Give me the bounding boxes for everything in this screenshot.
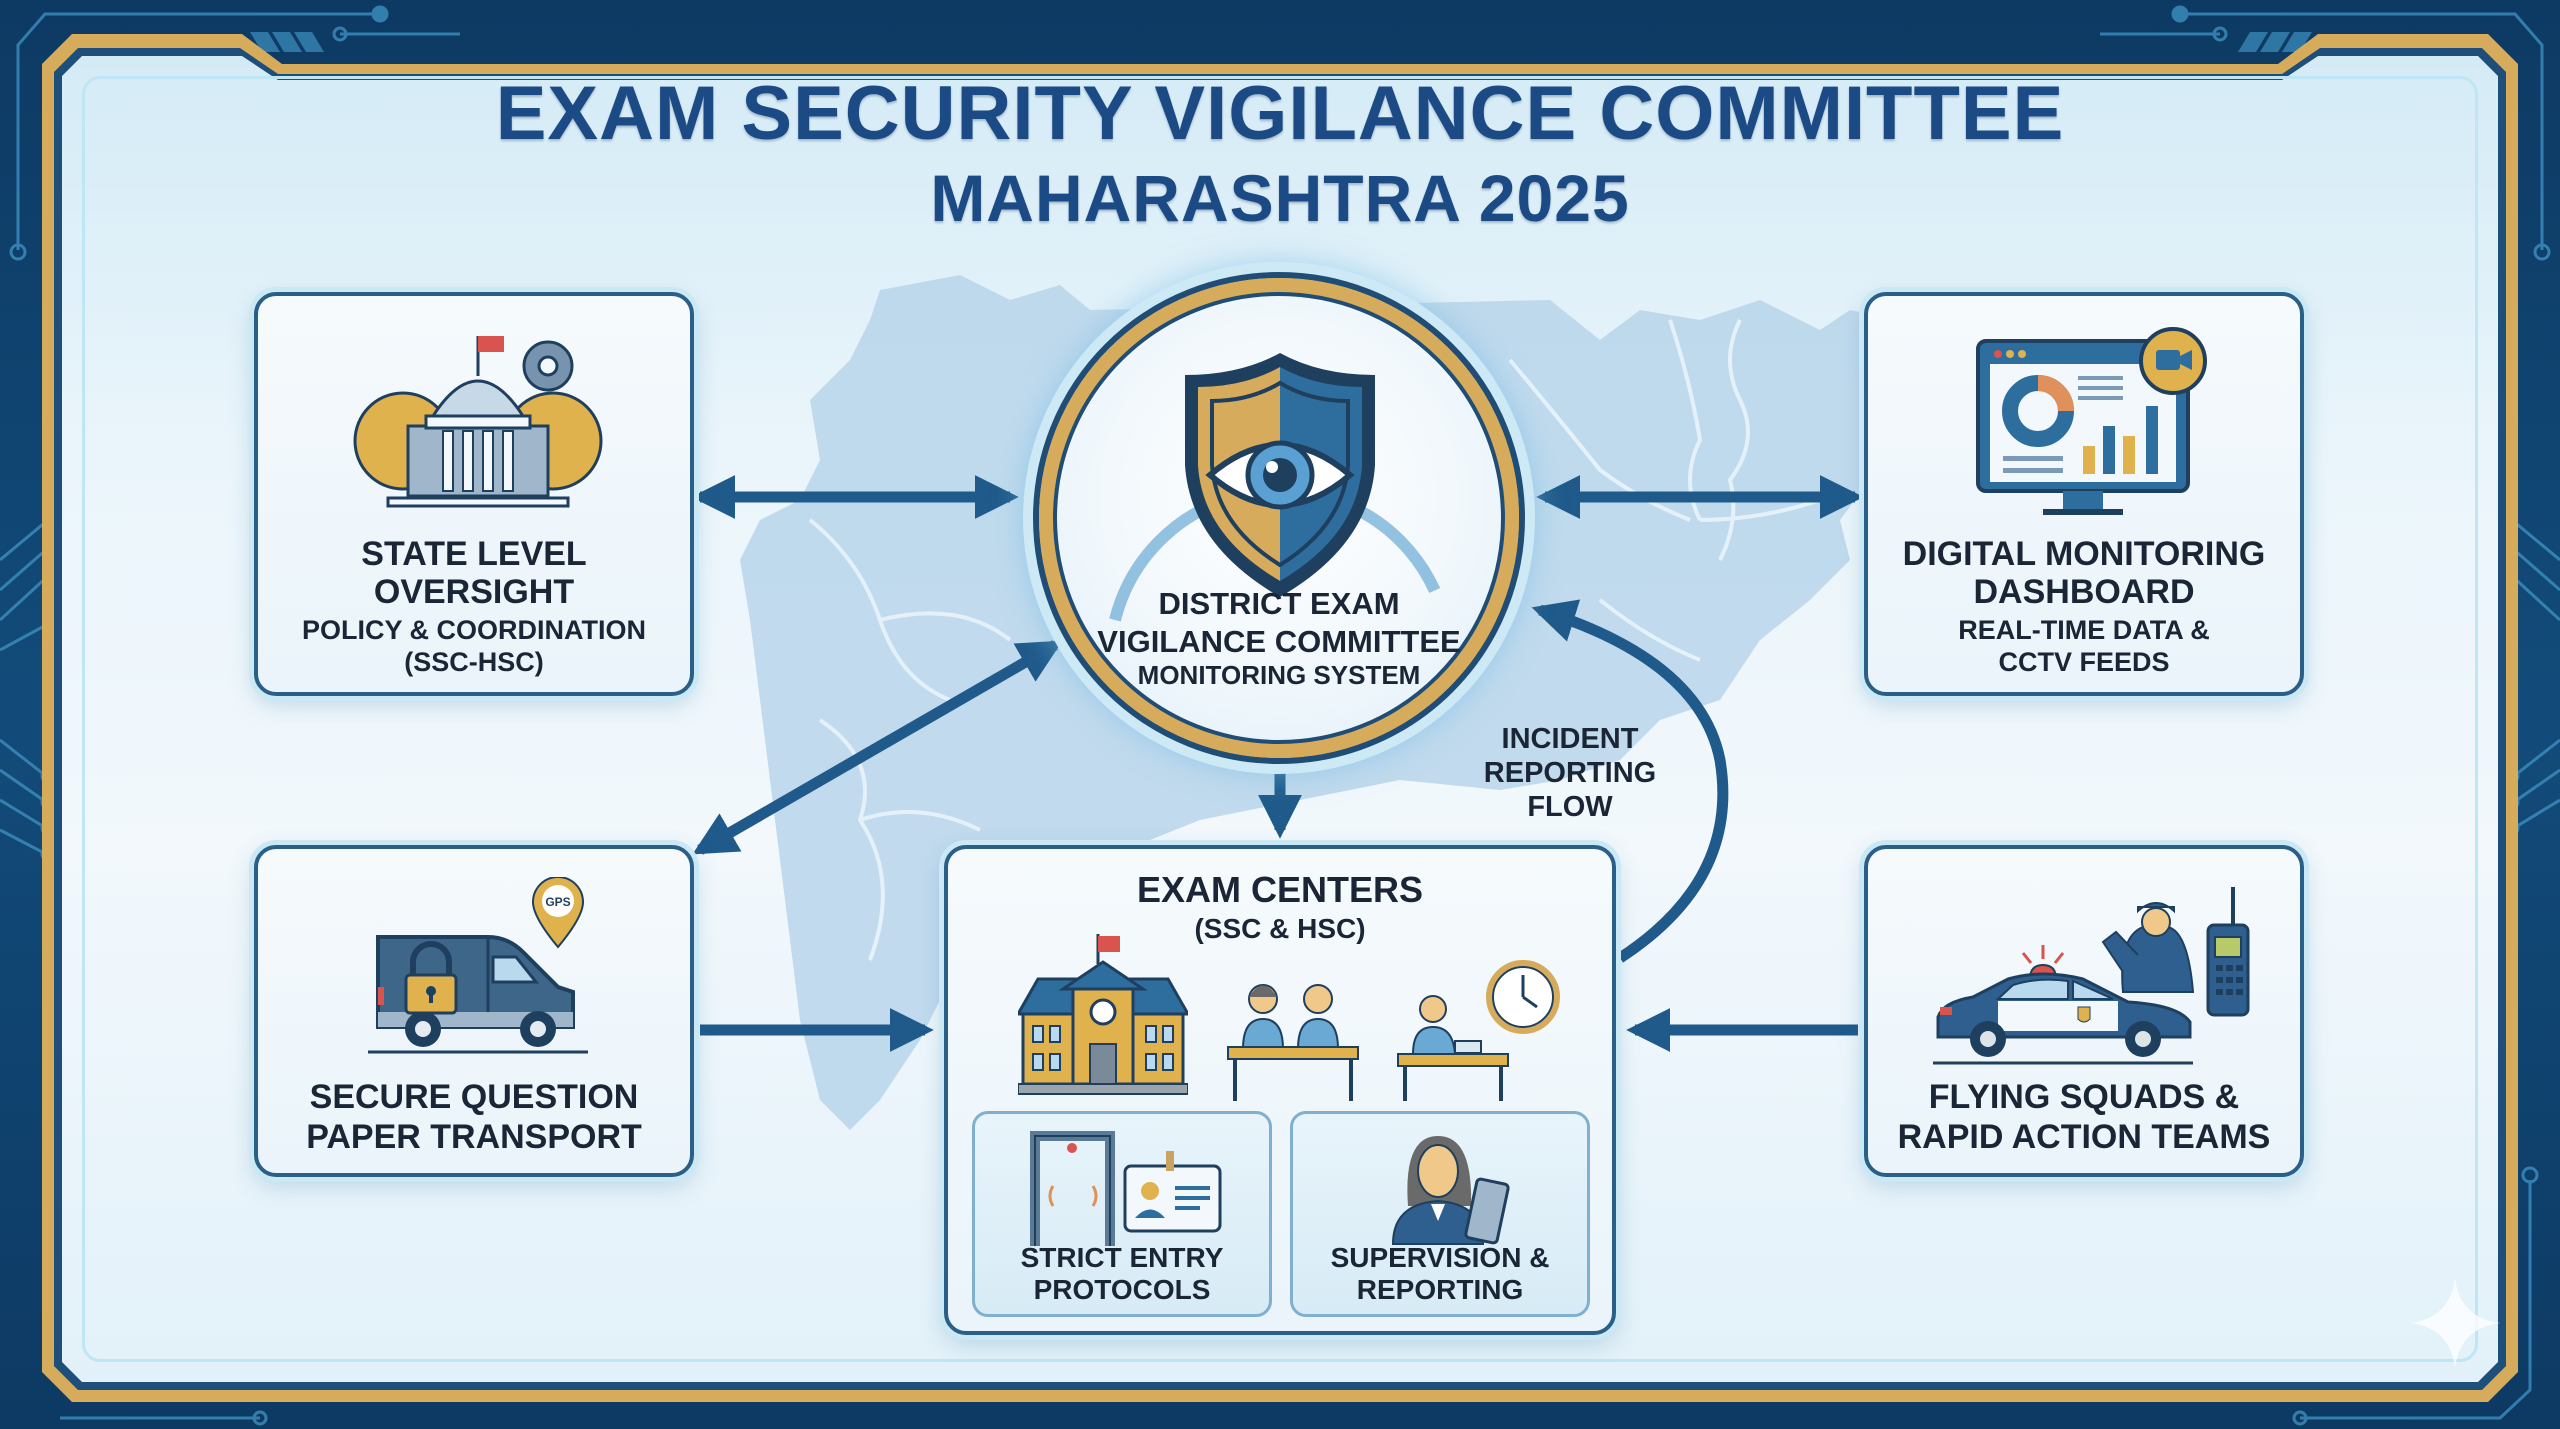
dashboard-sub-line-2: CCTV FEEDS	[1998, 647, 2170, 677]
card-flying-squads[interactable]: FLYING SQUADS & RAPID ACTION TEAMS	[1864, 845, 2304, 1177]
incident-reporting-flow-label: INCIDENT REPORTING FLOW	[1470, 722, 1670, 824]
squads-title-line-1: FLYING SQUADS &	[1928, 1078, 2240, 1116]
students-at-desk-icon	[1227, 984, 1359, 1101]
panel-glow-border	[82, 76, 2478, 1362]
government-building-gears-icon	[353, 336, 603, 508]
secure-van-gps-icon: GPS	[368, 877, 588, 1054]
transport-title-line-2: PAPER TRANSPORT	[306, 1118, 642, 1156]
supervision-line-1: SUPERVISION &	[1330, 1242, 1550, 1273]
squads-title-line-2: RAPID ACTION TEAMS	[1897, 1118, 2271, 1156]
card-state-oversight[interactable]: STATE LEVEL OVERSIGHT POLICY & COORDINAT…	[254, 292, 694, 696]
exam-centers-subtitle: (SSC & HSC)	[1194, 913, 1366, 944]
state-title-line-1: STATE LEVEL	[361, 535, 587, 573]
incident-label-line-2: REPORTING	[1483, 757, 1657, 789]
state-title-line-2: OVERSIGHT	[373, 573, 575, 611]
incident-label-line-3: FLOW	[1527, 791, 1613, 823]
hub-line-2: VIGILANCE COMMITTEE	[1097, 624, 1461, 659]
subcard-strict-entry[interactable]: STRICT ENTRY PROTOCOLS	[972, 1111, 1272, 1317]
monitor-dashboard-camera-icon	[1976, 327, 2207, 515]
gps-label: GPS	[545, 895, 570, 909]
exam-centers-title: EXAM CENTERS	[1136, 869, 1424, 910]
page-title-line-1: EXAM SECURITY VIGILANCE COMMITTEE	[495, 71, 2065, 156]
dashboard-sub-line-1: REAL-TIME DATA &	[1958, 615, 2210, 645]
state-sub-line-1: POLICY & COORDINATION	[301, 615, 646, 645]
shield-eye-icon	[1185, 353, 1375, 597]
transport-title-line-1: SECURE QUESTION	[309, 1078, 639, 1116]
dashboard-title-line-2: DASHBOARD	[1973, 573, 2195, 611]
card-secure-transport[interactable]: GPS SECURE QUESTION PAPER TRANSPORT	[254, 845, 694, 1177]
hub-line-3: MONITORING SYSTEM	[1137, 660, 1421, 690]
school-building-icon	[1018, 934, 1188, 1095]
card-digital-dashboard[interactable]: DIGITAL MONITORING DASHBOARD REAL-TIME D…	[1864, 292, 2304, 696]
incident-label-line-1: INCIDENT	[1501, 723, 1639, 755]
strict-entry-line-1: STRICT ENTRY	[1020, 1242, 1224, 1273]
student-writing-clock-icon	[1397, 960, 1560, 1101]
page-title-line-2: MAHARASHTRA 2025	[930, 161, 1630, 235]
hub-line-1: DISTRICT EXAM	[1158, 586, 1400, 621]
supervision-line-2: REPORTING	[1356, 1274, 1524, 1305]
sparkle-icon	[2410, 1278, 2500, 1368]
state-sub-line-2: (SSC-HSC)	[404, 647, 544, 677]
police-car-officer-radio-icon	[1933, 887, 2250, 1065]
subcard-supervision[interactable]: SUPERVISION & REPORTING	[1290, 1111, 1590, 1317]
dashboard-title-line-1: DIGITAL MONITORING	[1902, 535, 2266, 573]
supervisor-tablet-icon	[1391, 1136, 1510, 1245]
card-exam-centers[interactable]: EXAM CENTERS (SSC & HSC)	[944, 845, 1616, 1335]
strict-entry-line-2: PROTOCOLS	[1033, 1274, 1211, 1305]
metal-detector-id-card-icon	[1030, 1131, 1222, 1246]
